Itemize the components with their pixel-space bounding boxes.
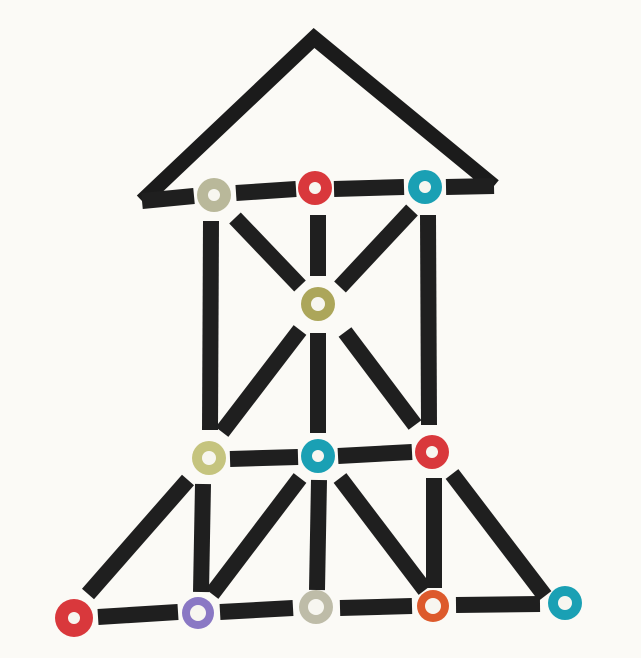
bead-middle-right (415, 435, 449, 469)
stick-outer-right-leg (452, 474, 545, 596)
stick-roof-right-end (446, 186, 494, 187)
bead-hole (202, 451, 216, 465)
stick-middle-left (230, 457, 298, 459)
bead-hole (208, 189, 220, 201)
sticks (88, 186, 545, 617)
stick-base-1 (98, 612, 178, 617)
bead-hole (308, 599, 324, 615)
stick-base-4 (456, 604, 540, 605)
bead-hole (190, 605, 206, 621)
bead-base-far-left (55, 599, 93, 637)
stick-base-3 (340, 606, 412, 608)
bead-hole (309, 182, 321, 194)
bead-base-left (182, 597, 214, 629)
stick-lower-inner-left (212, 478, 300, 594)
bead-hole (311, 297, 325, 311)
stick-outer-left-leg (88, 480, 188, 594)
bead-middle-left (192, 441, 226, 475)
stick-roof-center-right (334, 187, 404, 189)
stick-brace-upper-left (235, 218, 300, 286)
bead-roof-right (408, 170, 442, 204)
bead-base-right (417, 590, 449, 622)
stick-left-post (210, 221, 211, 430)
bead-hole (68, 612, 80, 624)
bead-base-center (299, 590, 333, 624)
bead-middle-center (301, 439, 335, 473)
stick-middle-right (338, 452, 412, 456)
stick-lower-left-post (201, 484, 203, 592)
bead-hole (419, 181, 431, 193)
bead-hole (426, 446, 438, 458)
bead-roof-center (298, 171, 332, 205)
stick-brace-lower-right (345, 332, 415, 425)
stick-base-2 (220, 608, 293, 612)
stick-roof-left-end (142, 196, 194, 201)
stick-lower-center-post (317, 480, 319, 590)
bead-hole (425, 598, 441, 614)
stick-brace-lower-left (222, 330, 300, 432)
bead-base-far-right (548, 586, 582, 620)
stick-roof-left-center (236, 189, 296, 193)
stick-right-post (428, 215, 429, 425)
bead-upper-center (301, 287, 335, 321)
bead-roof-left (197, 178, 231, 212)
stick-brace-upper-right (340, 210, 412, 287)
bead-hole (558, 596, 572, 610)
bead-hole (312, 450, 324, 462)
stick-lower-inner-right (340, 478, 425, 590)
